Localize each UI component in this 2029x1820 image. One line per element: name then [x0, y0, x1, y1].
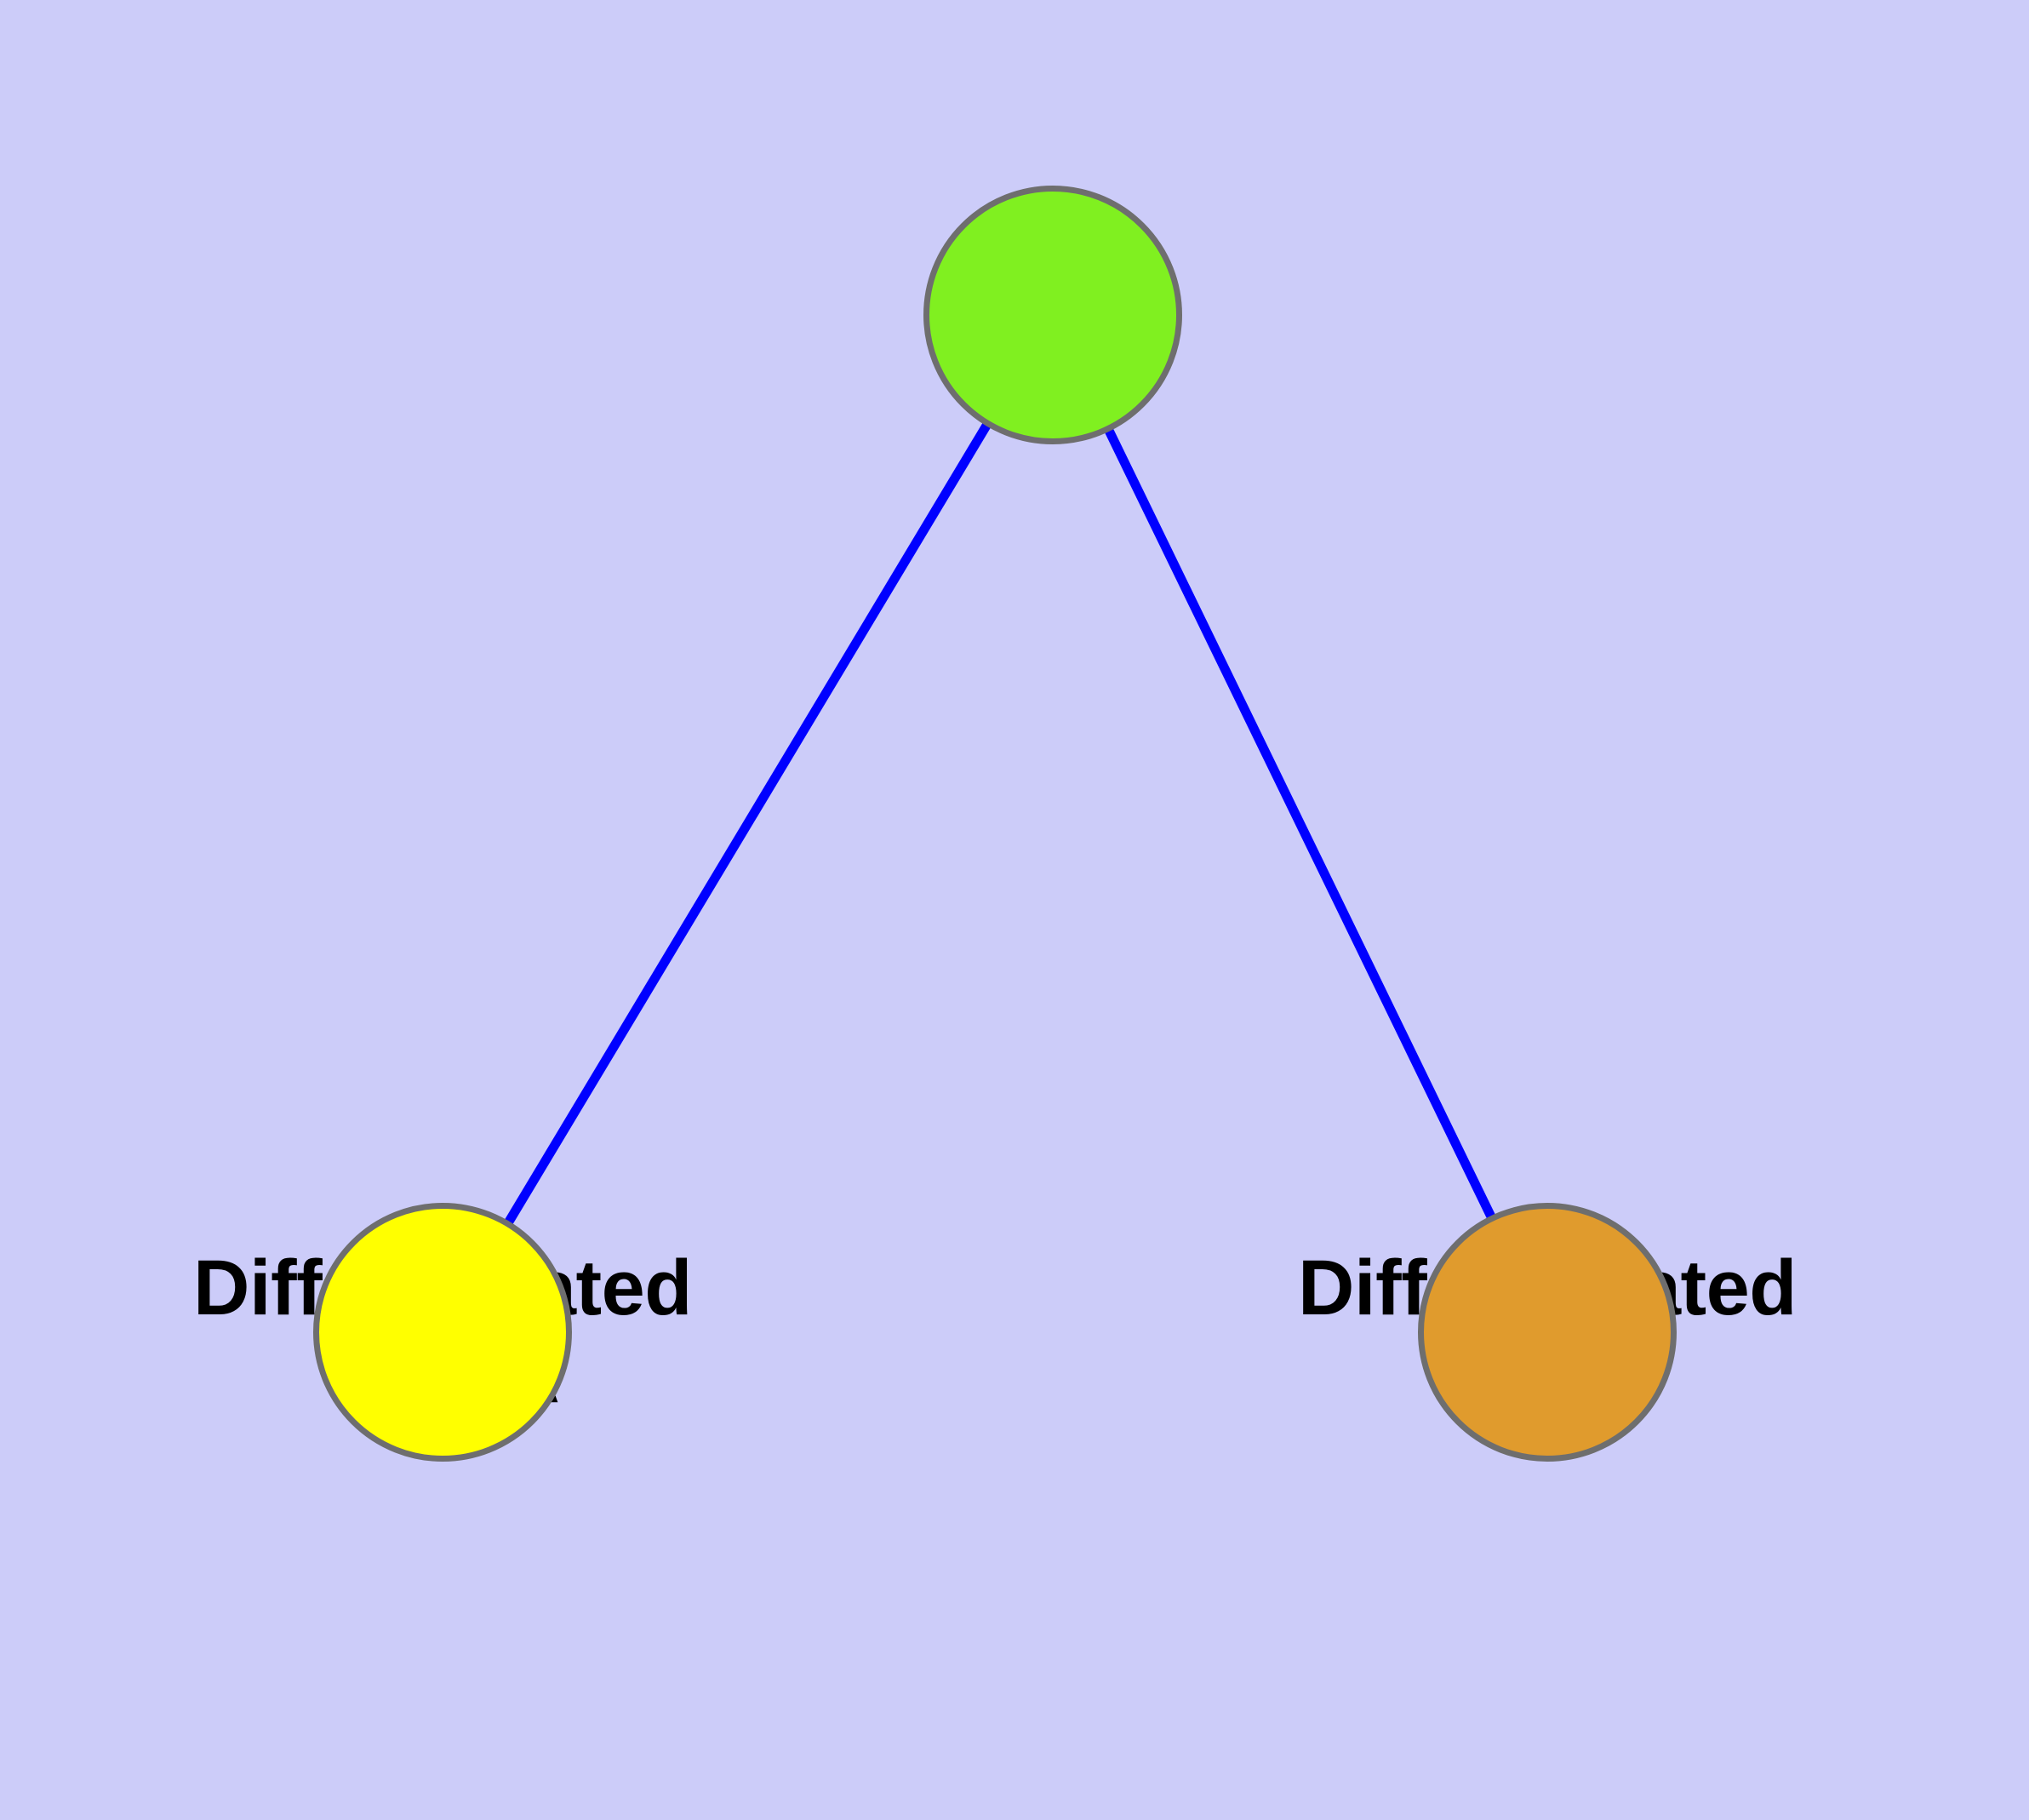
node-differentiated-type-a[interactable] [313, 1203, 572, 1462]
edge-stem-to-differentiated-type-b[interactable] [1049, 312, 1552, 1335]
node-differentiated-type-b[interactable] [1418, 1203, 1677, 1462]
node-stem[interactable] [923, 186, 1182, 444]
edge-stem-to-differentiated-type-a[interactable] [438, 312, 1057, 1335]
